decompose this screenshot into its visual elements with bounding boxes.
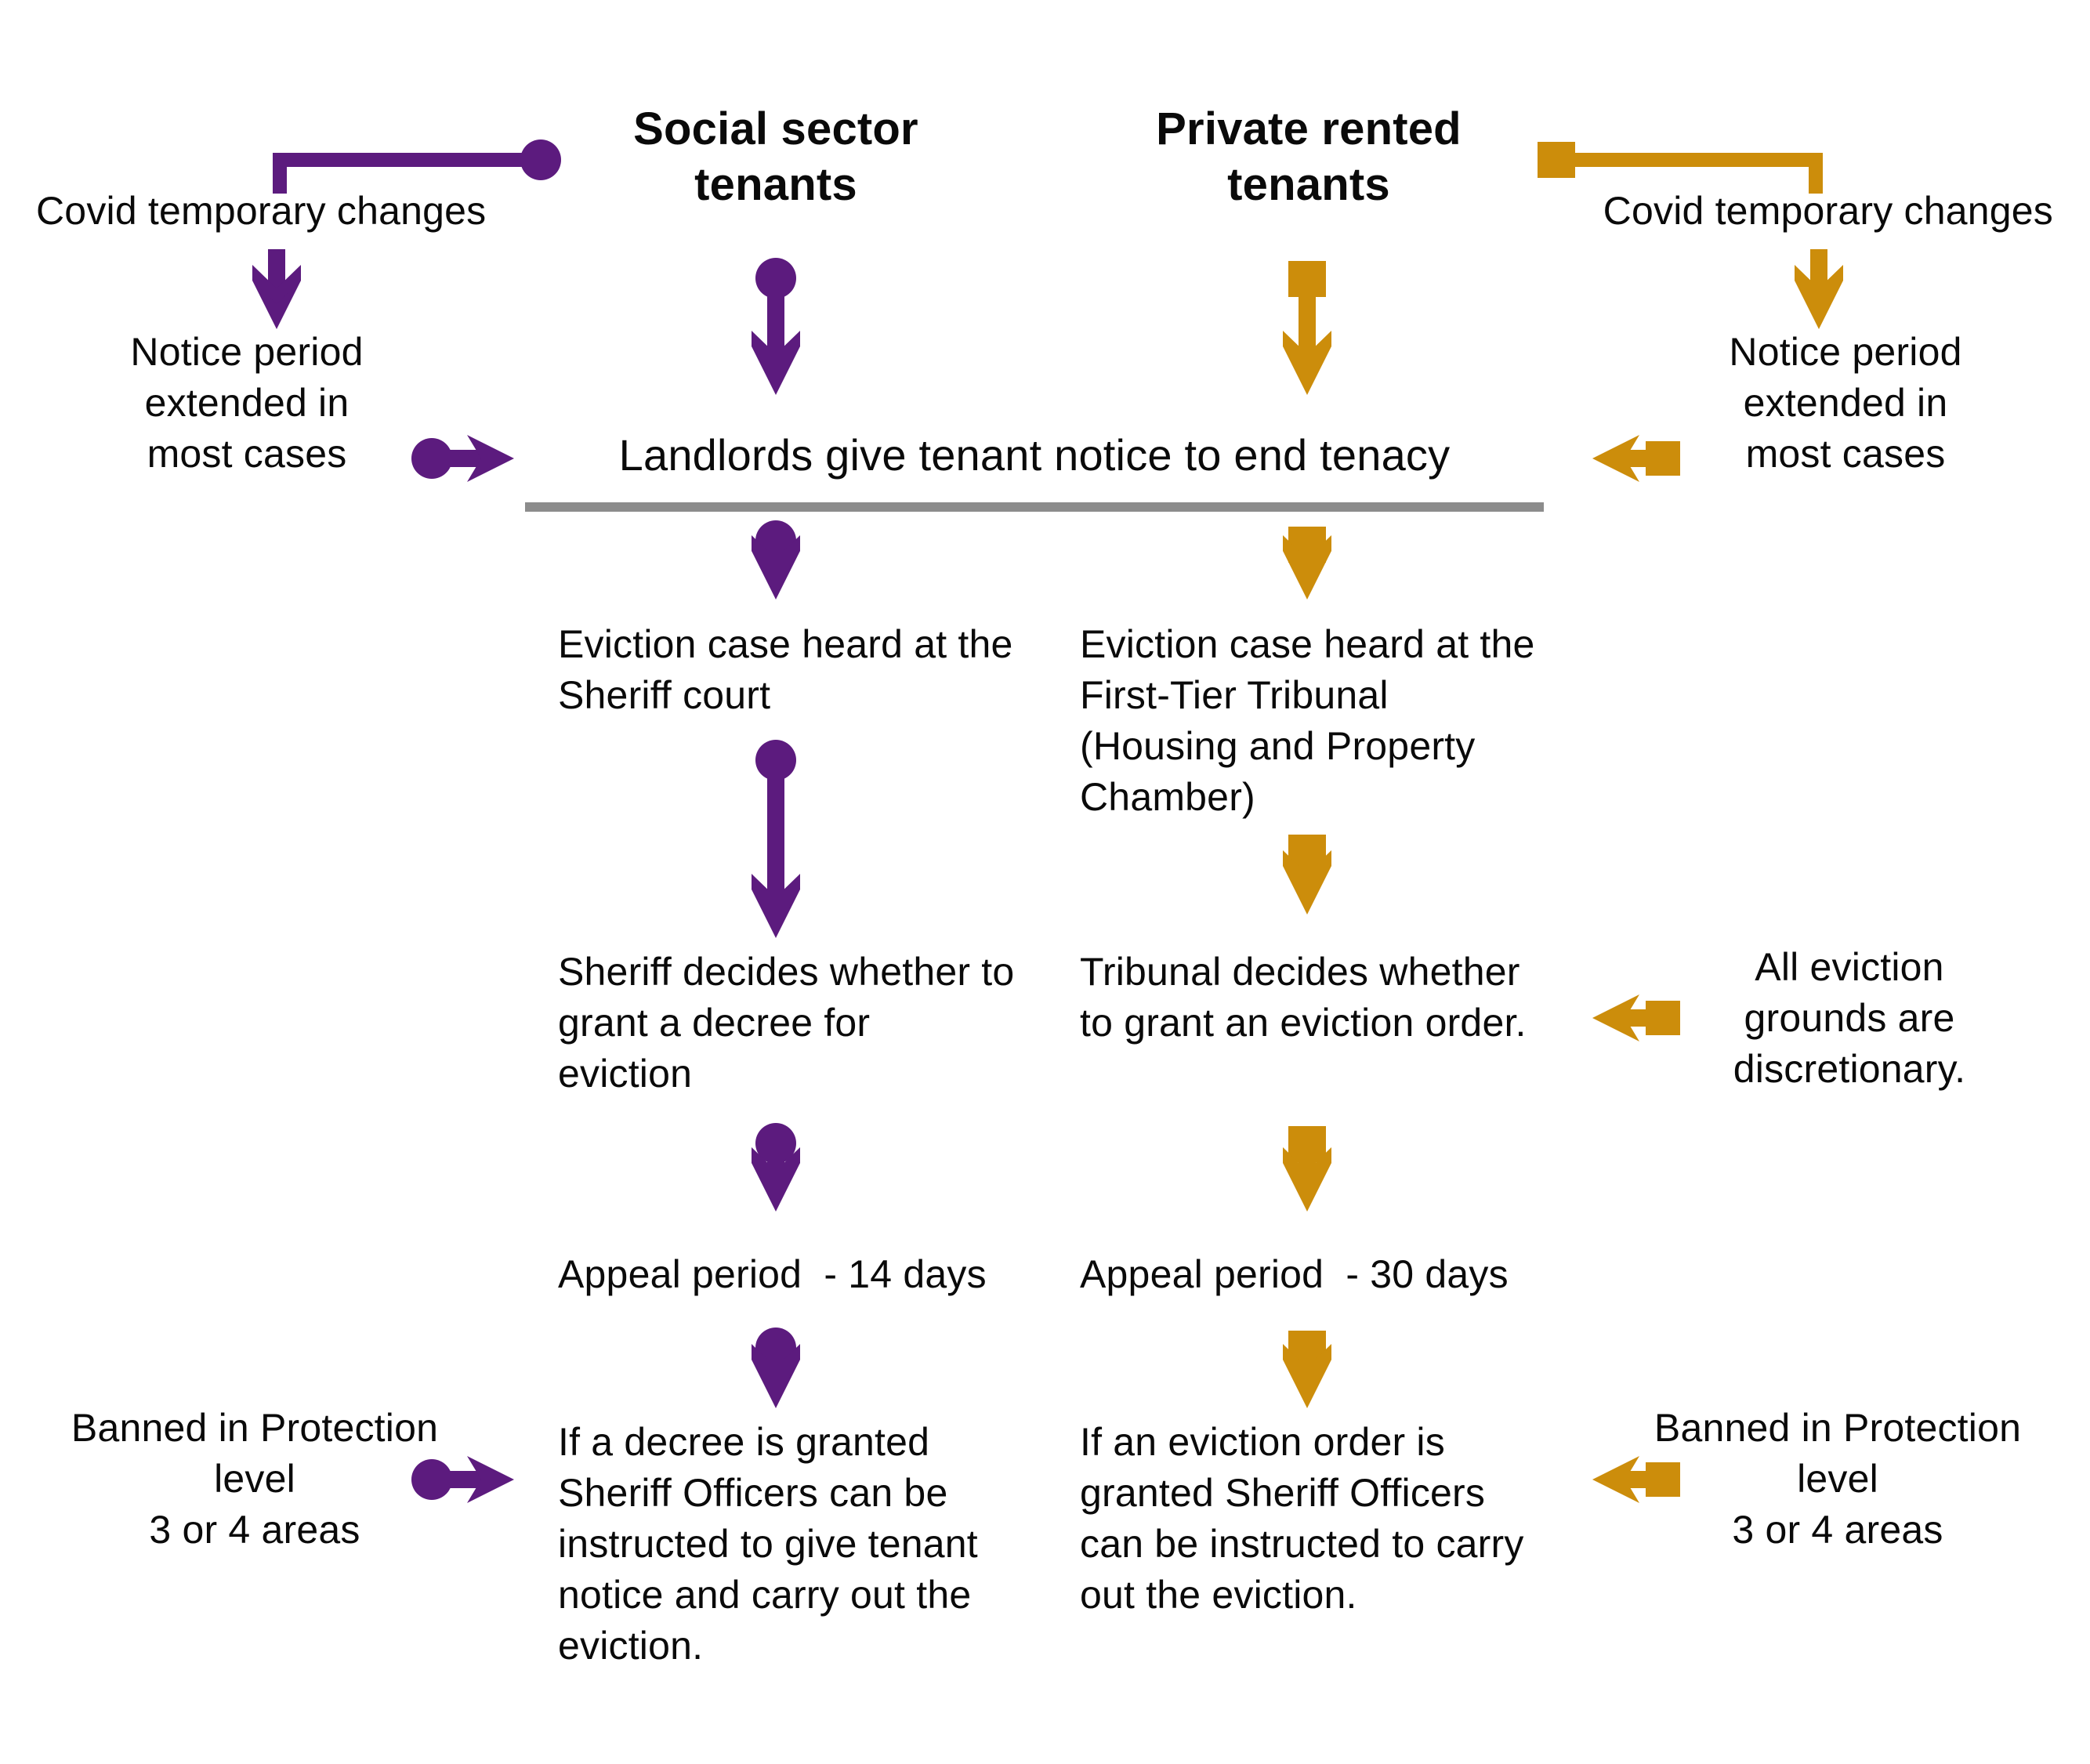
social-step-appeal-period: Appeal period - 14 days xyxy=(558,1252,987,1296)
heading-social-sector-tenants: Social sector tenants xyxy=(633,103,918,210)
discretionary-left-arrow xyxy=(1592,994,1680,1041)
left-covid-temporary-changes-label: Covid temporary changes xyxy=(36,189,487,233)
private-step-eviction-order-enforcement: If an eviction order is granted Sheriff … xyxy=(1080,1420,1524,1617)
right-notice-left-arrow xyxy=(1592,435,1680,482)
section-divider xyxy=(525,502,1544,512)
right-all-eviction-grounds-discretionary-label: All eviction grounds are discretionary. xyxy=(1733,945,1966,1091)
step-landlords-give-notice: Landlords give tenant notice to end tena… xyxy=(618,430,1451,480)
social-step-eviction-case-heard: Eviction case heard at the Sheriff court xyxy=(558,622,1013,717)
left-covid-down-arrow xyxy=(252,249,301,329)
social-step-sheriff-decides: Sheriff decides whether to grant a decre… xyxy=(558,950,1015,1096)
right-covid-down-arrow xyxy=(1795,249,1843,329)
private-heading-to-notice-arrow xyxy=(1283,261,1331,395)
private-appeal-to-enforcement-arrow xyxy=(1283,1331,1331,1408)
social-heading-to-notice-arrow xyxy=(752,258,800,395)
left-banned-protection-level-label: Banned in Protection level 3 or 4 areas xyxy=(71,1406,439,1552)
right-notice-period-extended-label: Notice period extended in most cases xyxy=(1729,330,1962,476)
private-hearing-to-decision-arrow xyxy=(1283,835,1331,915)
private-step-eviction-case-heard: Eviction case heard at the First-Tier Tr… xyxy=(1080,622,1535,819)
heading-private-rented-tenants: Private rented tenants xyxy=(1156,103,1462,210)
social-decision-to-appeal-arrow xyxy=(752,1123,800,1212)
social-appeal-to-enforcement-arrow xyxy=(752,1328,800,1408)
social-hearing-to-decision-arrow xyxy=(752,740,800,938)
private-decision-to-appeal-arrow xyxy=(1283,1126,1331,1212)
social-notice-to-hearing-arrow xyxy=(752,520,800,599)
left-notice-period-extended-label: Notice period extended in most cases xyxy=(130,330,364,476)
private-step-tribunal-decides: Tribunal decides whether to grant an evi… xyxy=(1080,950,1527,1045)
right-covid-temporary-changes-label: Covid temporary changes xyxy=(1603,189,2053,233)
right-banned-protection-level-label: Banned in Protection level 3 or 4 areas xyxy=(1654,1406,2022,1552)
left-notice-right-arrow xyxy=(411,435,514,482)
private-step-appeal-period: Appeal period - 30 days xyxy=(1080,1252,1509,1296)
private-notice-to-hearing-arrow xyxy=(1283,527,1331,599)
social-step-decree-enforcement: If a decree is granted Sheriff Officers … xyxy=(558,1420,978,1668)
